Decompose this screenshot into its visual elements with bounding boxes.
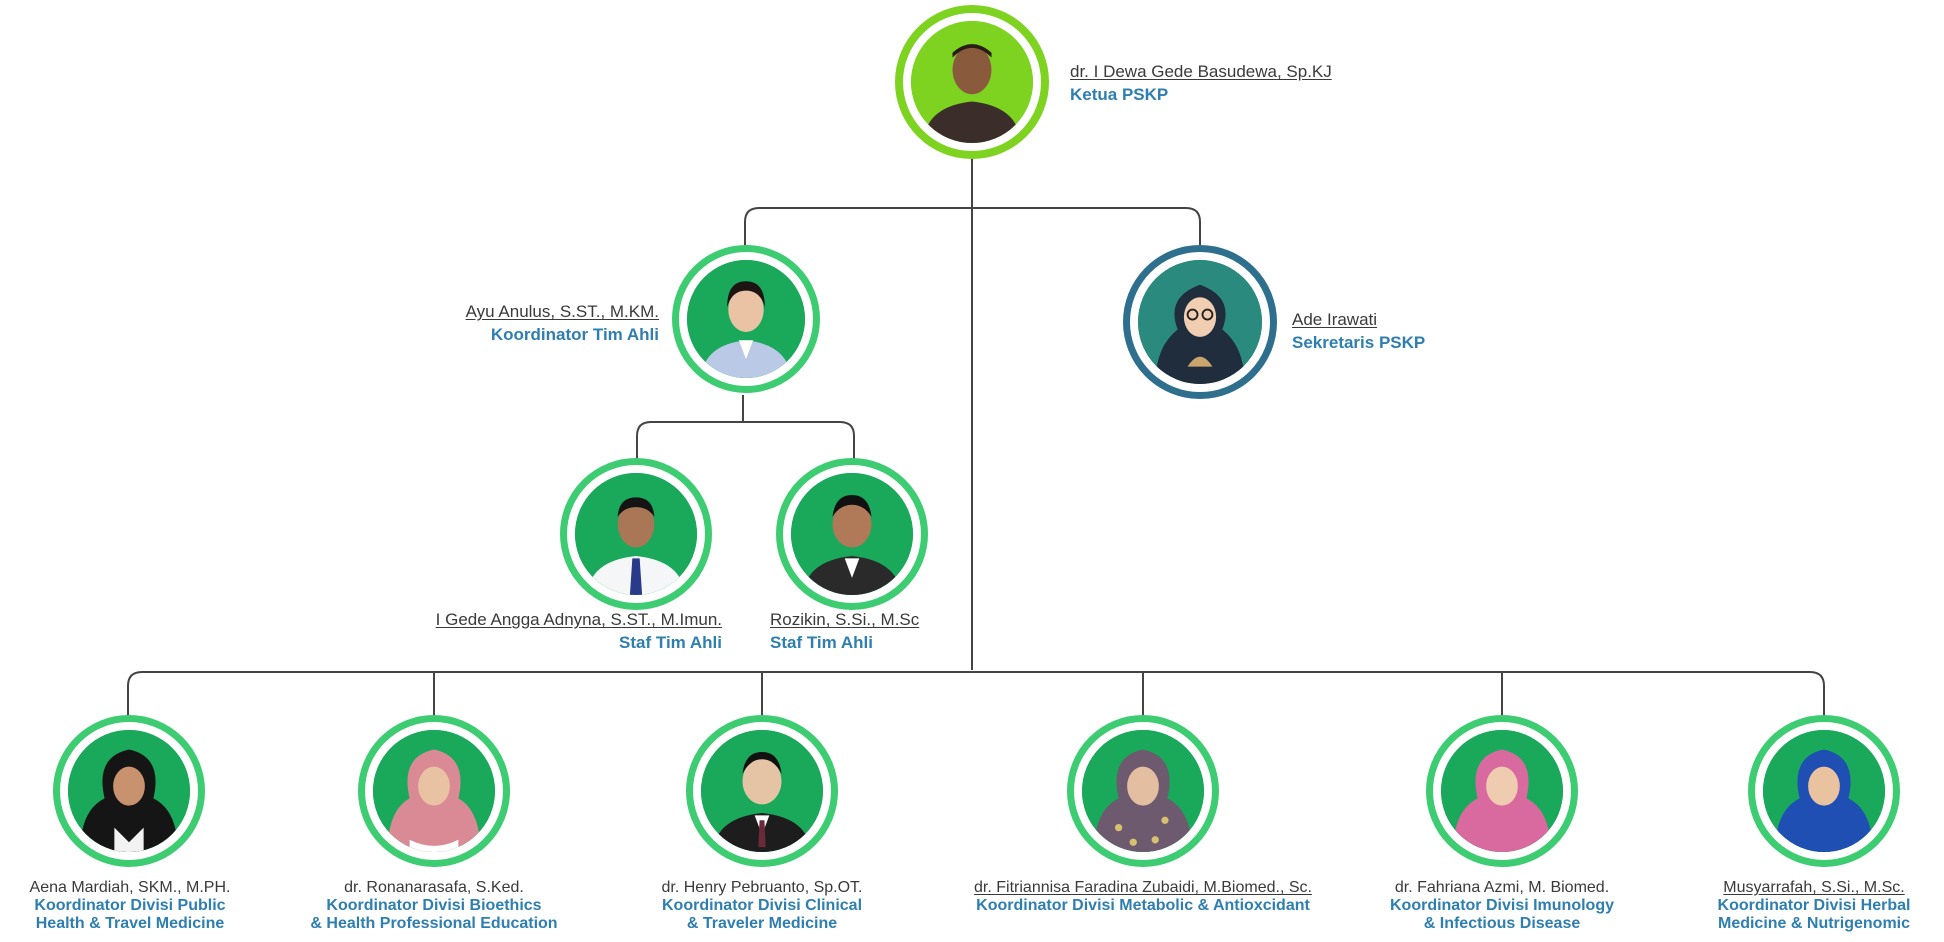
staff-avatar [560, 458, 712, 610]
coordinator-role: Koordinator Tim Ahli [490, 325, 659, 344]
staff-label: Rozikin, S.Si., M.Sc Staf Tim Ahli [770, 610, 919, 653]
division-name: dr. Fitriannisa Faradina Zubaidi, M.Biom… [974, 879, 1312, 896]
division-role: & Infectious Disease [1423, 915, 1581, 932]
person-photo-icon [687, 260, 805, 378]
person-photo-icon [68, 730, 190, 852]
division-avatar [1748, 715, 1900, 867]
secretary-role: Sekretaris PSKP [1292, 333, 1426, 352]
staff-role: Staf Tim Ahli [619, 633, 722, 652]
person-photo-icon [373, 730, 495, 852]
head-label: dr. I Dewa Gede Basudewa, Sp.KJ Ketua PS… [1070, 62, 1332, 105]
division-role: Medicine & Nutrigenomic [1717, 915, 1911, 932]
division-label: dr. Fitriannisa Faradina Zubaidi, M.Biom… [893, 879, 1393, 915]
division-role: & Health Professional Education [310, 915, 558, 932]
staff-label: I Gede Angga Adnyna, S.ST., M.Imun. Staf… [436, 610, 722, 653]
person-photo-icon [791, 473, 913, 595]
division-role: Health & Travel Medicine [35, 915, 225, 932]
staff-role: Staf Tim Ahli [770, 633, 873, 652]
secretary-name: Ade Irawati [1292, 310, 1378, 329]
division-avatar [686, 715, 838, 867]
secretary-avatar [1123, 245, 1277, 399]
staff-avatar [776, 458, 928, 610]
division-name: dr. Henry Pebruanto, Sp.OT. [661, 879, 863, 896]
division-role: Koordinator Divisi Herbal [1717, 897, 1911, 914]
head-role: Ketua PSKP [1070, 85, 1169, 104]
person-photo-icon [1082, 730, 1204, 852]
division-avatar [1426, 715, 1578, 867]
division-avatar [53, 715, 205, 867]
division-label: dr. Ronanarasafa, S.Ked. Koordinator Div… [284, 879, 584, 933]
head-avatar [895, 5, 1049, 159]
division-name: dr. Fahriana Azmi, M. Biomed. [1394, 879, 1610, 896]
person-photo-icon [1138, 260, 1262, 384]
staff-name: I Gede Angga Adnyna, S.ST., M.Imun. [435, 610, 722, 629]
division-name: Musyarrafah, S.Si., M.Sc. [1723, 879, 1905, 896]
division-label: dr. Fahriana Azmi, M. Biomed. Koordinato… [1352, 879, 1652, 933]
division-label: Musyarrafah, S.Si., M.Sc. Koordinator Di… [1684, 879, 1944, 933]
division-avatar [358, 715, 510, 867]
division-role: Koordinator Divisi Imunology [1389, 897, 1614, 914]
division-name: dr. Ronanarasafa, S.Ked. [344, 879, 524, 896]
person-photo-icon [1441, 730, 1563, 852]
division-label: dr. Henry Pebruanto, Sp.OT. Koordinator … [612, 879, 912, 933]
division-role: & Traveler Medicine [686, 915, 838, 932]
secretary-label: Ade Irawati Sekretaris PSKP [1292, 310, 1425, 353]
division-name: Aena Mardiah, SKM., M.PH. [29, 879, 231, 896]
connector-staff-bar [636, 421, 855, 460]
person-photo-icon [1763, 730, 1885, 852]
division-role: Koordinator Divisi Bioethics [326, 897, 542, 914]
connector-division-bar [127, 671, 1825, 716]
coordinator-label: Ayu Anulus, S.ST., M.KM. Koordinator Tim… [466, 302, 659, 345]
coordinator-avatar [672, 245, 820, 393]
division-label: Aena Mardiah, SKM., M.PH. Koordinator Di… [0, 879, 280, 933]
division-role: Koordinator Divisi Metabolic & Antioxcid… [976, 897, 1310, 914]
person-photo-icon [701, 730, 823, 852]
person-photo-icon [575, 473, 697, 595]
connector-level1 [744, 207, 1201, 250]
staff-name: Rozikin, S.Si., M.Sc [770, 610, 920, 629]
division-role: Koordinator Divisi Clinical [661, 897, 863, 914]
division-avatar [1067, 715, 1219, 867]
division-role: Koordinator Divisi Public [34, 897, 226, 914]
person-photo-icon [911, 21, 1033, 143]
coordinator-name: Ayu Anulus, S.ST., M.KM. [465, 302, 659, 321]
head-name: dr. I Dewa Gede Basudewa, Sp.KJ [1070, 62, 1332, 81]
